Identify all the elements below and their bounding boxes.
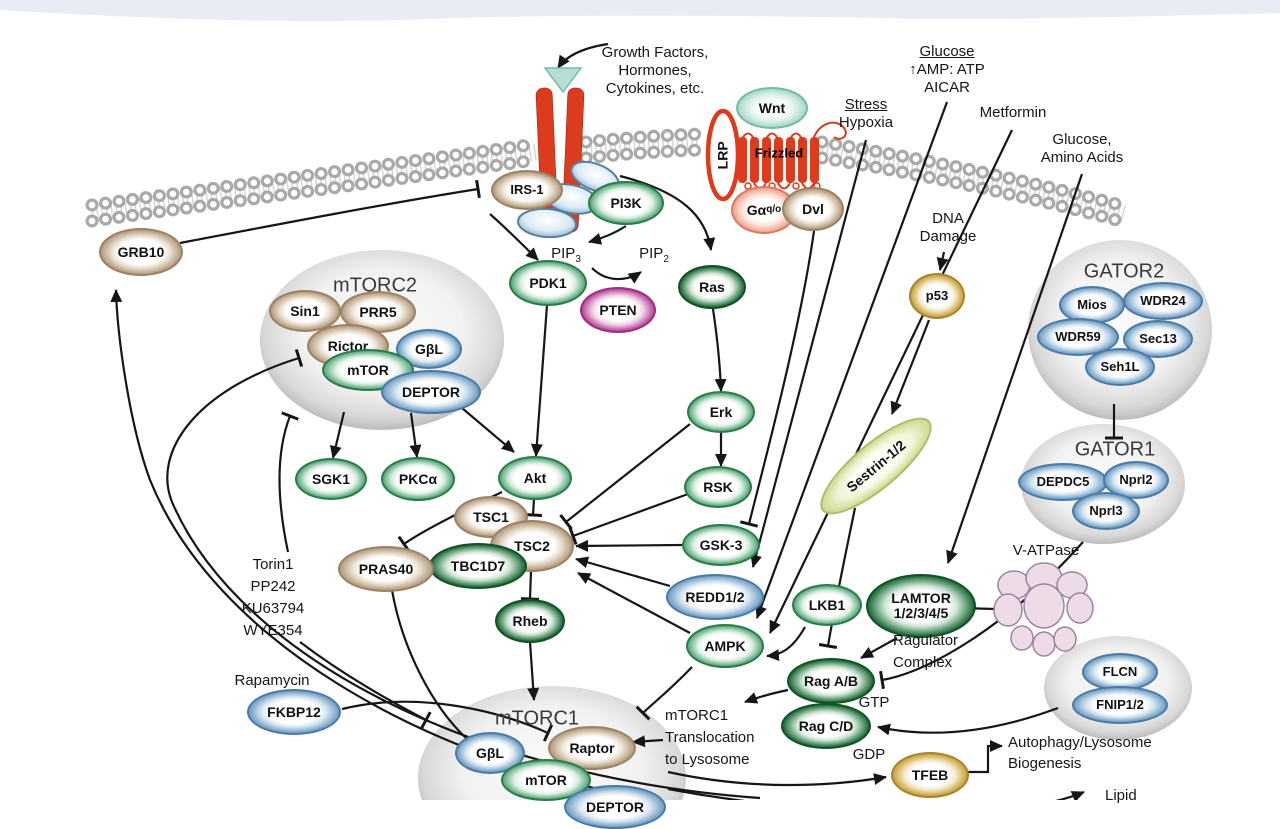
node-pdk1: PDK1 [509,260,587,306]
node-pten: PTEN [580,287,656,333]
torin1-text: Torin1 [252,556,294,573]
autophagy-line1: Autophagy/Lysosome [1008,734,1152,751]
g-alpha-sub: q/o [766,203,782,215]
autophagy-label: Autophagy/Lysosome Biogenesis [1008,732,1152,774]
translocation-line2: Translocation [665,729,755,746]
node-seh1l: Seh1L [1085,348,1155,386]
lamtor-line2: 1/2/3/4/5 [893,605,949,621]
v-atpase-icon [993,562,1094,657]
hypoxia-text: Hypoxia [838,114,894,131]
glucose-aa-line2: Amino Acids [1040,149,1124,166]
pip2-base: PIP [639,245,664,262]
amp-atp-line: ↑AMP: ATP [909,61,985,79]
glucose-aa-label: Glucose, Amino Acids [1041,131,1124,167]
node-rag-cd: Rag C/D [781,703,871,749]
node-dvl: Dvl [782,187,844,231]
translocation-line3: to Lysosome [665,751,750,768]
glucose-stack-label: Glucose ↑AMP: ATP AICAR [909,43,985,97]
lrp-shape [705,108,741,202]
pip3-base: PIP [551,245,576,262]
dna-line1: DNA [932,210,964,227]
node-p53: p53 [909,273,965,319]
node-pras40: PRAS40 [338,546,434,592]
growth-factors-line2: Hormones, [618,62,692,79]
node-lkb1: LKB1 [792,584,862,626]
ragulator-line2: Complex [893,654,953,671]
growth-factors-line1: Growth Factors, [601,44,709,61]
node-gsk3: GSK-3 [682,524,760,566]
ku63794-text: KU63794 [241,600,305,617]
metformin-label: Metformin [979,104,1047,121]
gator1-title: GATOR1 [1074,438,1156,461]
up-arrow-icon: ↑ [909,61,917,78]
node-lrp: LRP [708,111,738,199]
node-grb10: GRB10 [99,228,183,276]
glucose-aa-line1: Glucose, [1052,131,1112,148]
node-erk: Erk [687,391,755,433]
ragulator-label: Ragulator Complex [893,630,958,674]
node-tbc1d7: TBC1D7 [429,543,527,589]
mtor-inhibitors-label: Torin1 PP242 KU63794 WYE354 [242,554,305,642]
node-akt: Akt [498,456,572,500]
lamtor-line1: LAMTOR [891,590,951,607]
growth-factors-line3: Cytokines, etc. [605,80,705,97]
node-deptor-mtorc1: DEPTOR [564,785,666,829]
pip2-label: PIP2 [639,245,669,269]
stress-stack-label: Stress Hypoxia [839,96,893,132]
gator2-title: GATOR2 [1083,260,1165,283]
node-nprl3: Nprl3 [1072,492,1140,530]
ligand-triangle-icon [543,67,583,94]
node-tfeb: TFEB [891,752,969,798]
autophagy-line2: Biogenesis [1008,755,1082,772]
top-band [0,0,1280,22]
node-rheb: Rheb [495,599,565,643]
node-wnt: Wnt [736,87,808,129]
gdp-label: GDP [852,746,886,763]
rapamycin-label: Rapamycin [234,672,310,689]
node-gbl-mtorc2: GβL [396,329,462,369]
node-wdr24: WDR24 [1123,282,1203,320]
pip2-sub: 2 [663,254,669,265]
pip3-label: PIP3 [551,245,581,269]
node-fkbp12: FKBP12 [247,689,341,735]
gtp-label: GTP [858,694,890,711]
frizzled-label: Frizzled [754,145,804,161]
node-gbl-mtorc1: GβL [455,732,525,774]
aicar-text: AICAR [924,79,970,96]
dna-damage-label: DNA Damage [920,210,977,246]
node-sin1: Sin1 [269,290,341,332]
growth-factors-label: Growth Factors, Hormones, Cytokines, etc… [602,44,709,98]
node-redd: REDD1/2 [666,574,764,620]
node-mtor-mtorc2: mTOR [322,349,414,391]
pp242-text: PP242 [250,578,296,595]
mtorc2-title: mTORC2 [332,274,418,297]
ragulator-line1: Ragulator [893,632,959,649]
glucose-title: Glucose [919,43,975,60]
translocation-line1: mTORC1 [665,707,729,724]
node-rsk: RSK [684,466,752,508]
node-ampk: AMPK [686,624,764,668]
stress-title: Stress [844,96,888,113]
node-irs1: IRS-1 [491,170,563,210]
lrp-label: LRP [714,141,731,169]
mtorc1-title: mTORC1 [494,707,580,730]
node-tsc1: TSC1 [454,496,528,538]
wye354-text: WYE354 [243,622,303,639]
node-pkca: PKCα [381,457,455,501]
amp-atp-text: AMP: ATP [916,61,985,78]
lipid-label: Lipid [1105,787,1137,804]
v-atpase-label: V-ATPase [1012,542,1080,559]
node-sgk1: SGK1 [295,458,367,500]
pip3-sub: 3 [575,254,581,265]
node-fnip: FNIP1/2 [1072,686,1168,724]
dna-line2: Damage [919,228,977,245]
node-ras: Ras [678,265,746,309]
node-pi3k: PI3K [588,181,664,225]
node-deptor-mtorc2: DEPTOR [381,370,481,414]
g-alpha-base: Gα [746,201,767,218]
translocation-label: mTORC1 Translocation to Lysosome [665,705,755,771]
